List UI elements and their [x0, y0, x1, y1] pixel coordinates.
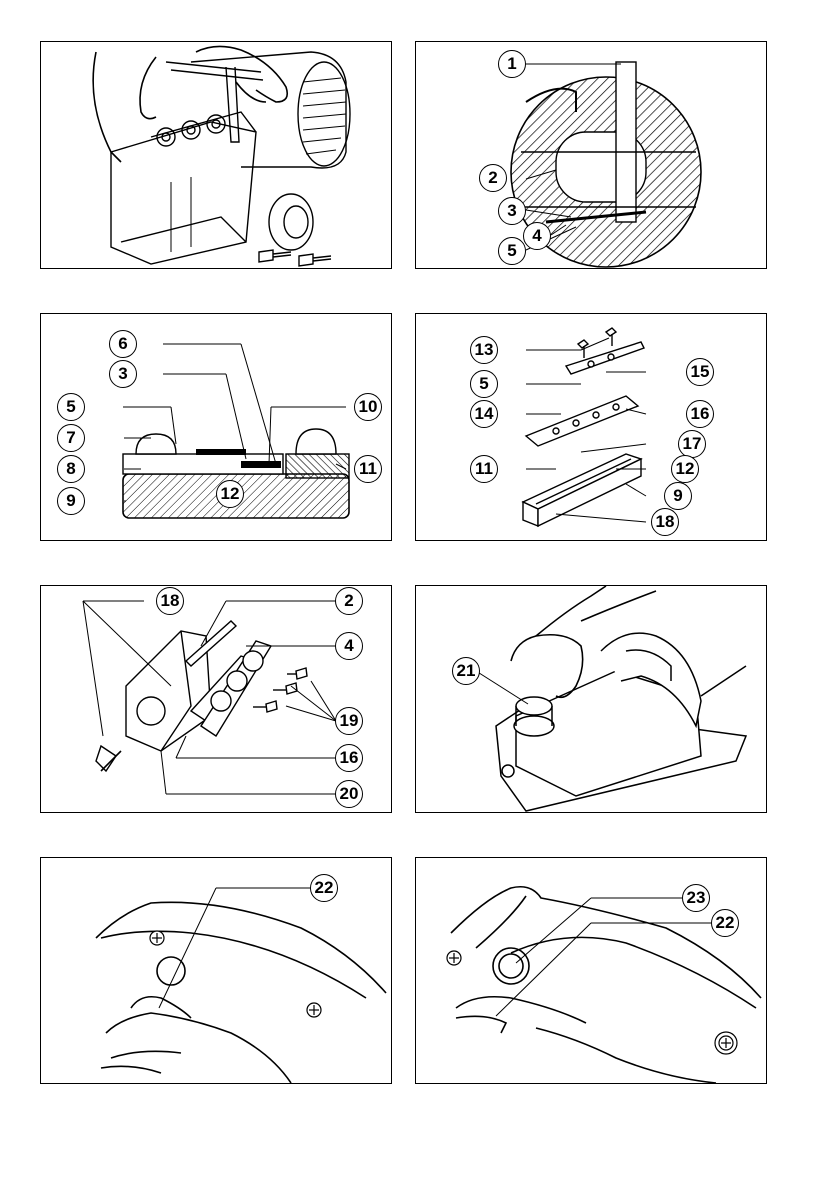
callout-10: 10 [354, 393, 382, 421]
callout-16: 16 [686, 400, 714, 428]
hand-icon [93, 46, 287, 162]
callout-13: 13 [470, 336, 498, 364]
planer-drum-illustration [41, 42, 392, 269]
handle-outline-drawing [41, 858, 392, 1084]
callout-1: 1 [498, 50, 526, 78]
callout-21: 21 [452, 657, 480, 685]
figure-6-depth-knob: 21 [415, 585, 767, 813]
callout-2: 2 [335, 587, 363, 615]
figure-4-exploded-gauge: 13 5 15 14 16 17 11 12 9 18 [415, 313, 767, 541]
callout-2: 2 [479, 164, 507, 192]
callout-20: 20 [335, 780, 363, 808]
callout-22: 22 [310, 874, 338, 902]
callout-5: 5 [57, 393, 85, 421]
callout-15: 15 [686, 358, 714, 386]
callout-18: 18 [156, 587, 184, 615]
callout-6: 6 [109, 330, 137, 358]
callout-18: 18 [651, 508, 679, 536]
drum-section-drawing [416, 42, 767, 269]
callout-3: 3 [498, 197, 526, 225]
callout-7: 7 [57, 424, 85, 452]
callout-23: 23 [682, 884, 710, 912]
callout-17: 17 [678, 430, 706, 458]
callout-8: 8 [57, 455, 85, 483]
callout-12: 12 [216, 480, 244, 508]
figure-2-drum-cross-section: 1 2 3 4 5 [415, 41, 767, 269]
figure-3-gauge-section: 6 3 5 10 7 8 11 12 9 [40, 313, 392, 541]
figure-5-blade-assembly: 18 2 4 19 16 20 [40, 585, 392, 813]
callout-22: 22 [711, 909, 739, 937]
handle-lock-drawing [416, 858, 767, 1084]
callout-4: 4 [335, 632, 363, 660]
screw-icon [447, 951, 737, 1054]
callout-11: 11 [354, 455, 382, 483]
callout-9: 9 [664, 482, 692, 510]
figure-7-handle-switch: 22 [40, 857, 392, 1084]
figure-1-drum-removal [40, 41, 392, 269]
callout-3: 3 [109, 360, 137, 388]
callout-9: 9 [57, 487, 85, 515]
callout-5: 5 [498, 237, 526, 265]
callout-4: 4 [523, 222, 551, 250]
callout-12: 12 [671, 455, 699, 483]
blade-assembly-drawing [41, 586, 392, 813]
gauge-section-drawing [41, 314, 392, 541]
exploded-gauge-drawing [416, 314, 767, 541]
figure-8-handle-lock-button: 23 22 [415, 857, 767, 1084]
planer-icon [416, 586, 767, 813]
callout-14: 14 [470, 400, 498, 428]
callout-16: 16 [335, 744, 363, 772]
callout-5: 5 [470, 370, 498, 398]
callout-19: 19 [335, 707, 363, 735]
callout-11: 11 [470, 455, 498, 483]
